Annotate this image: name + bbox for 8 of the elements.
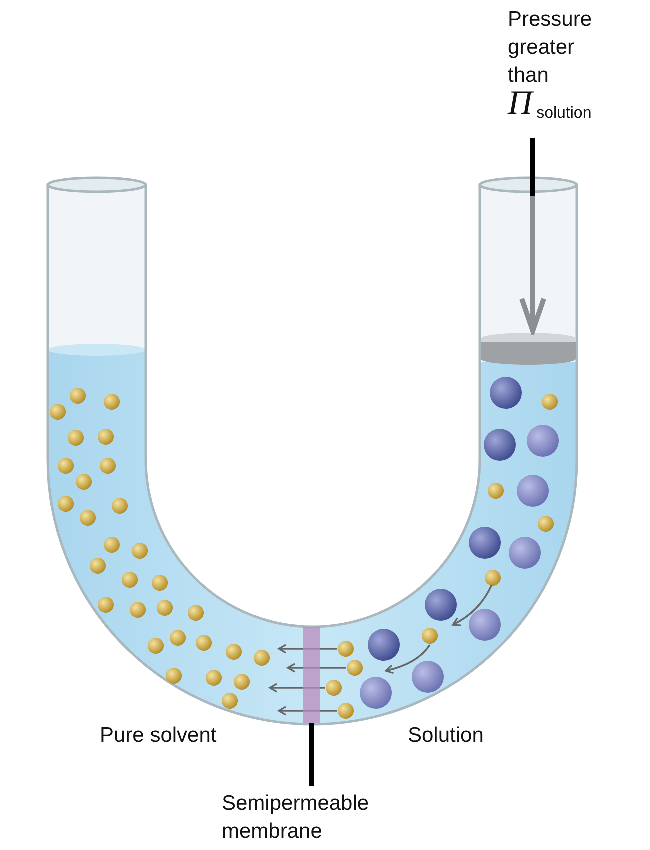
leader-line	[309, 723, 314, 786]
region-label: Solution	[408, 723, 484, 749]
semipermeable-membrane	[303, 627, 320, 723]
piston	[481, 333, 576, 365]
callout-label: Semipermeable membrane	[222, 791, 370, 845]
region-label: Pure solvent	[100, 723, 217, 749]
callout-label: Pressure greater than Π$_{solution}$	[508, 7, 594, 124]
arrow	[520, 138, 546, 334]
